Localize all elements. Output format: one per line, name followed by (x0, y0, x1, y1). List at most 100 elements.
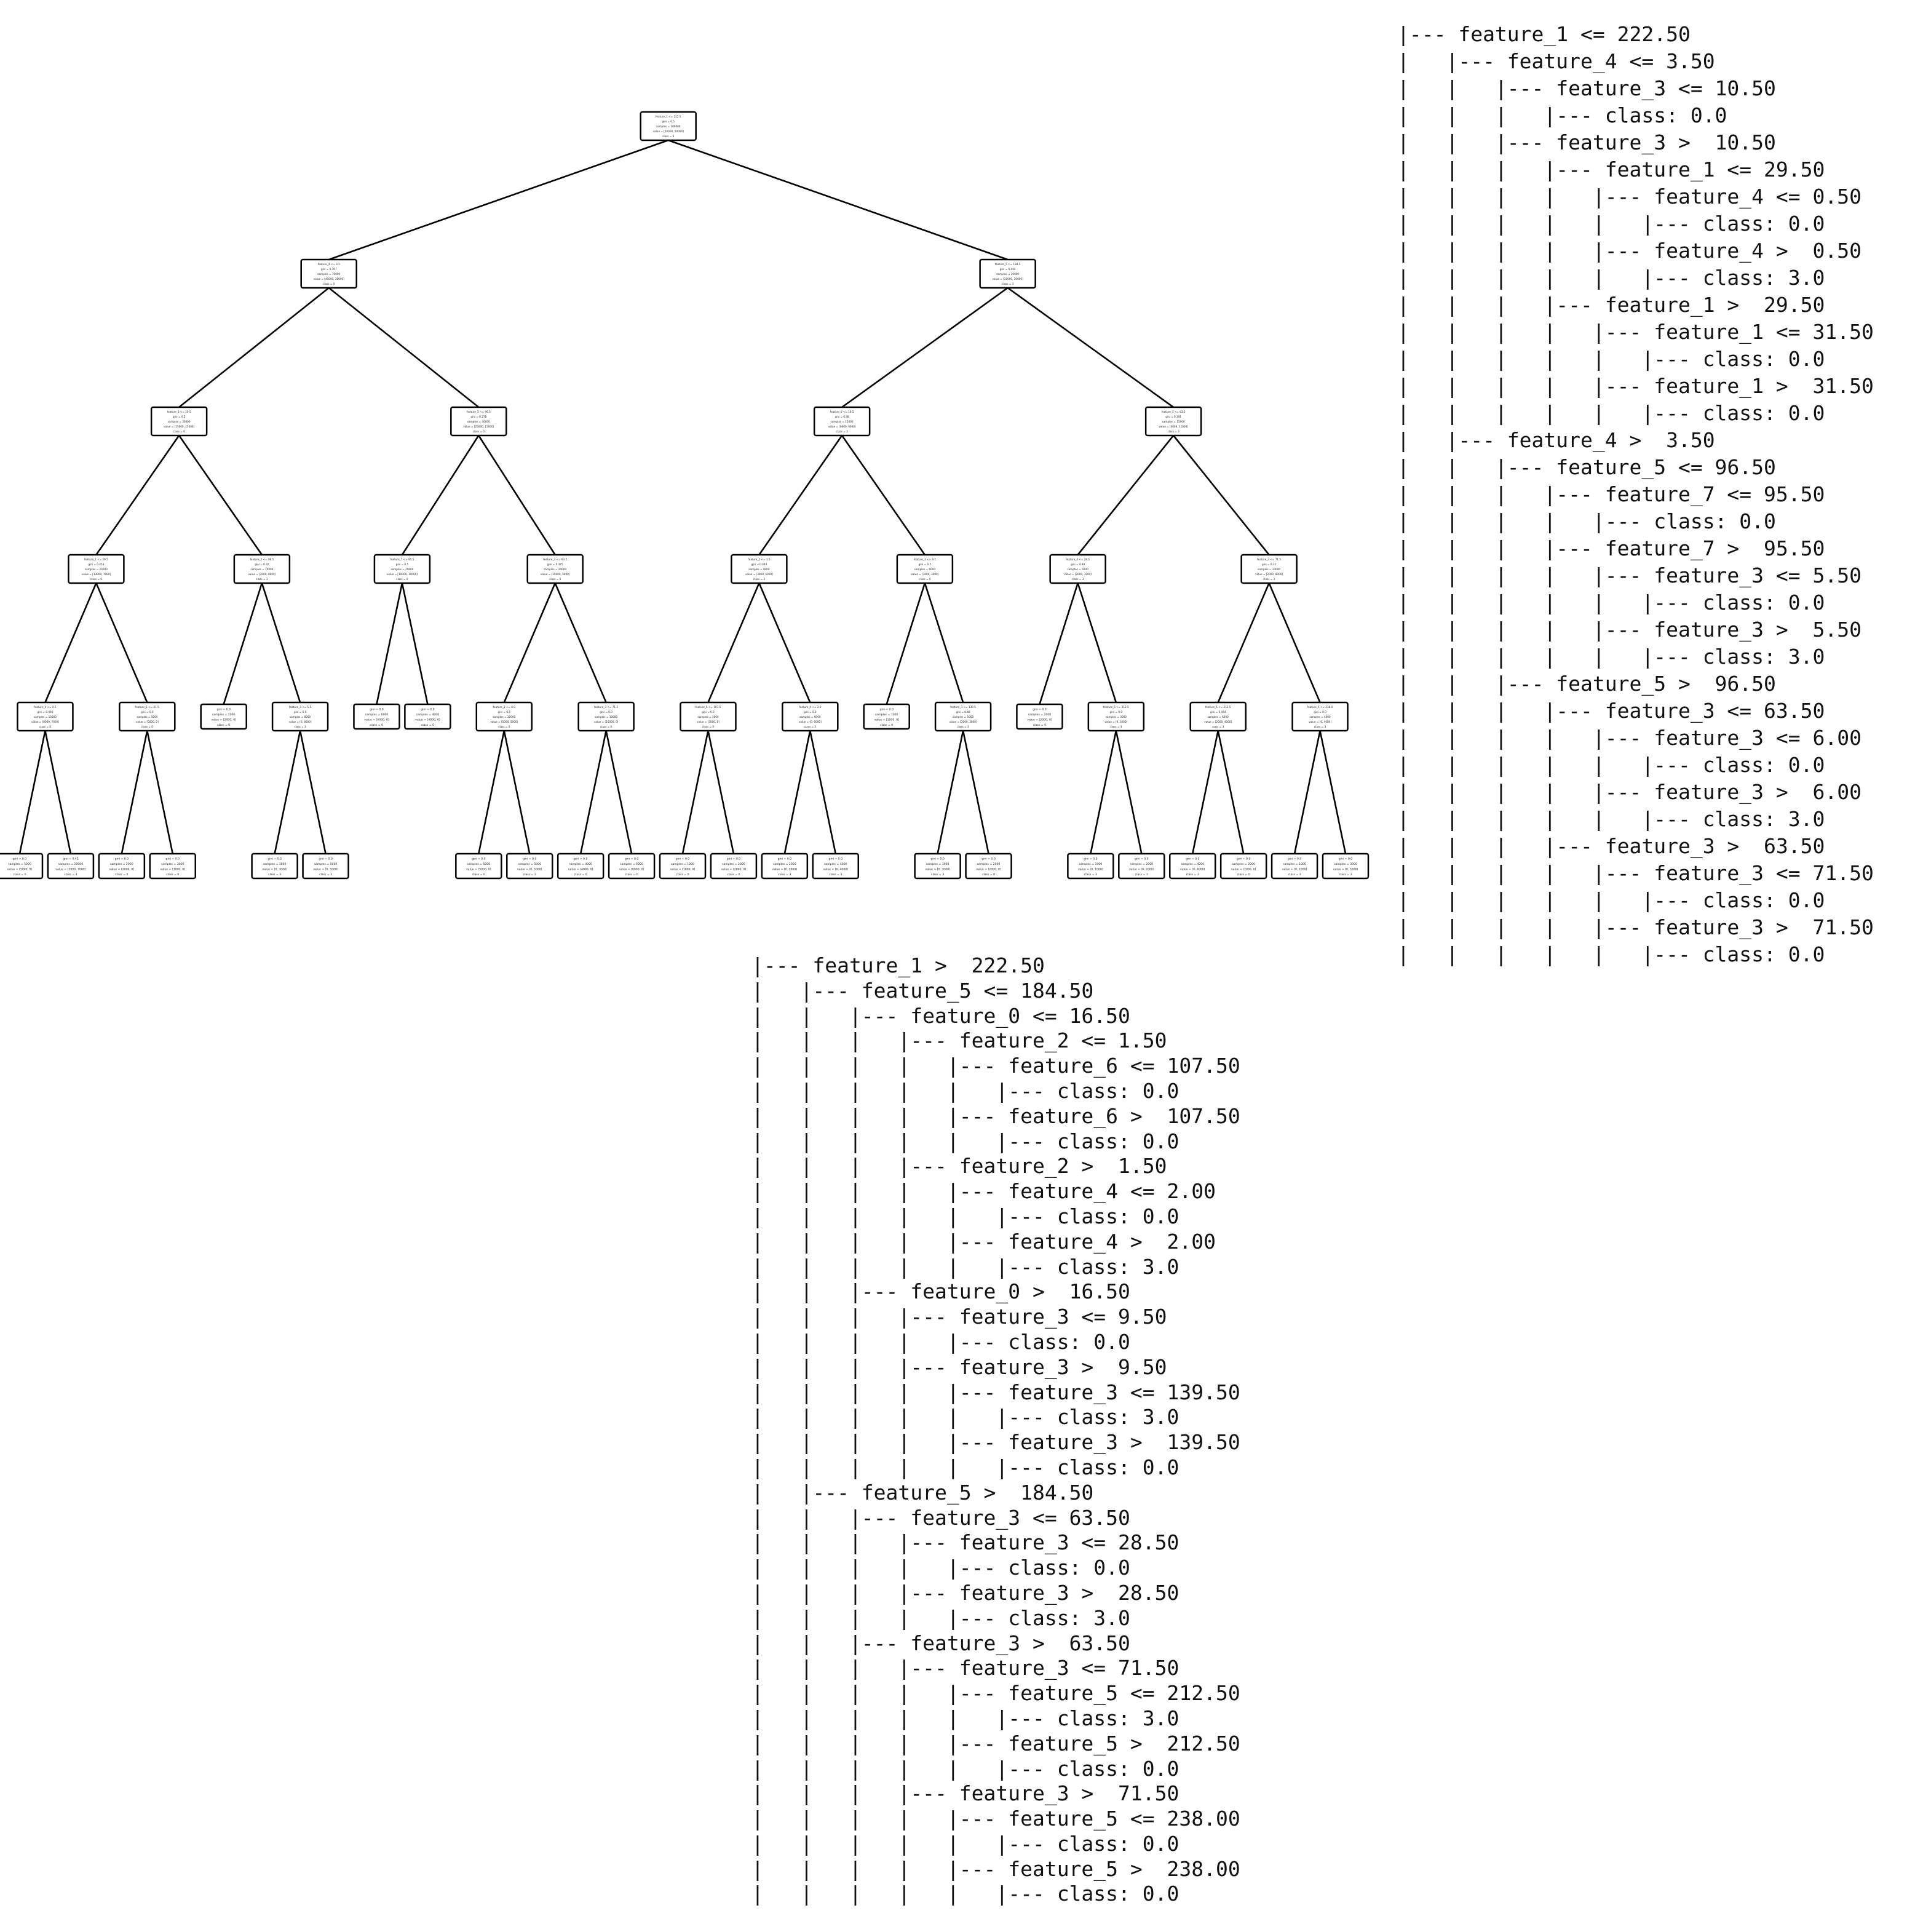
node-text-line: gini = 0.0 (1084, 857, 1098, 861)
node-text-line: value = [2000, 0] (1231, 867, 1256, 871)
node-text-line: gini = 0.0 (421, 707, 435, 711)
text-tree-line: | | | | | |--- class: 3.0 (1397, 266, 1825, 290)
node-text-line: samples = 1000 (875, 713, 898, 717)
node-text-line: gini = 0.5 (498, 710, 511, 714)
node-text-line: feature_5 <= 212.5 (1205, 706, 1231, 709)
node-text-line: samples = 4000 (1181, 862, 1204, 866)
node-box (1049, 554, 1106, 584)
node-text-line: samples = 6000 (914, 568, 936, 571)
node-text-line: gini = 0.0 (1339, 857, 1353, 861)
tree-edge (1039, 582, 1079, 705)
node-text-line: gini = 0.444 (1000, 268, 1016, 271)
node-text-line: class = 0 (115, 873, 128, 877)
node-text-line: value = [10000, 20000] (993, 277, 1024, 280)
tree-edge (1191, 730, 1219, 854)
node-text-line: value = [0, 8000] (289, 720, 312, 723)
node-text-line: value = [2000, 3000] (950, 720, 977, 723)
node-box (300, 258, 357, 289)
node-text-line: gini = 0.0 (216, 707, 231, 711)
node-text-line: value = [25000, 15000] (463, 425, 494, 428)
node-box (934, 701, 992, 732)
node-text-line: samples = 2000 (1130, 862, 1154, 866)
node-text-line: feature_5 <= 184.5 (995, 263, 1021, 266)
tree-edge (1217, 582, 1270, 703)
text-tree-line: | | | |--- feature_3 <= 63.50 (1397, 699, 1825, 723)
node-text-line: class = 0 (1033, 723, 1046, 727)
text-tree-line: | | | | |--- feature_5 > 212.50 (751, 1731, 1240, 1755)
node-box (1016, 703, 1063, 730)
node-text-line: class = 3 (829, 873, 842, 877)
node-text-line: value = [3000, 6000] (745, 573, 773, 576)
text-tree-line: |--- feature_1 > 222.50 (751, 953, 1045, 977)
node-text-line: class = 3 (1339, 873, 1352, 877)
node-box (979, 258, 1036, 289)
text-tree-line: | | | | |--- feature_1 <= 31.50 (1397, 320, 1874, 344)
text-tree-line: | | | | |--- feature_3 > 71.50 (1397, 915, 1874, 939)
tree-edge (1007, 287, 1174, 408)
node-box (271, 701, 329, 732)
node-text-line: samples = 6000 (799, 715, 821, 718)
text-tree-line: | | | |--- feature_7 > 95.50 (1397, 536, 1825, 560)
node-text-line: value = [13000, 7000] (82, 573, 111, 576)
node-text-line: gini = 0.48 (1071, 563, 1085, 566)
node-text-line: gini = 0.0 (1033, 707, 1047, 711)
text-tree-line: | | | | |--- feature_4 > 2.00 (751, 1229, 1216, 1254)
node-box (47, 853, 95, 880)
node-text-line: value = [5000, 0] (136, 720, 159, 723)
node-text-line: gini = 0.375 (547, 563, 563, 566)
node-text-line: gini = 0.0 (981, 857, 996, 861)
node-text-line: value = [5000, 0] (7, 867, 33, 871)
node-text-line: feature_3 <= 10.5 (167, 410, 191, 413)
text-tree-line: | | | | | |--- class: 0.0 (1397, 942, 1825, 966)
node-text-line: feature_2 <= 1.5 (748, 558, 771, 561)
node-text-line: samples = 2000 (722, 862, 745, 866)
node-text-line: samples = 100000 (656, 125, 681, 128)
text-tree-line: | | | | |--- feature_6 > 107.50 (751, 1103, 1240, 1128)
node-text-line: class = 0 (39, 725, 52, 728)
node-text-line: feature_3 <= 28.5 (1066, 558, 1090, 561)
node-box (149, 853, 197, 880)
node-text-line: gini = 0.397 (321, 268, 337, 271)
tree-edge (1319, 730, 1347, 854)
node-text-line: class = 0 (217, 723, 230, 727)
node-text-line: class = 0 (880, 723, 893, 727)
tree-edge (299, 730, 327, 854)
node-text-line: samples = 5000 (953, 715, 974, 718)
node-text-line: gini = 0.0 (370, 707, 384, 711)
node-box (782, 701, 839, 732)
node-text-line: gini = 0.0 (1237, 857, 1251, 861)
node-box (251, 853, 298, 880)
text-tree-line: | | | | | |--- class: 0.0 (751, 1129, 1179, 1153)
text-tree-line: | | | |--- feature_3 > 9.50 (751, 1354, 1167, 1379)
text-tree-line: | | | |--- feature_2 > 1.50 (751, 1154, 1167, 1179)
node-text-line: gini = 0.48 (835, 415, 849, 418)
node-text-line: samples = 1000 (671, 862, 694, 866)
node-text-line: samples = 6000 (620, 862, 643, 866)
node-text-line: class = 0 (370, 723, 383, 727)
node-text-line: feature_4 <= 0.5 (34, 706, 57, 709)
node-text-line: feature_3 <= 71.5 (1257, 558, 1281, 561)
node-box (1144, 406, 1202, 437)
node-box (302, 853, 349, 880)
node-text-line: samples = 5000 (518, 862, 541, 866)
text-tree-line: | | | | | |--- class: 0.0 (751, 1204, 1179, 1228)
node-text-line: class = 3 (1288, 873, 1301, 877)
text-tree-line: | | | | |--- feature_6 <= 107.50 (751, 1054, 1240, 1078)
node-box (505, 853, 553, 880)
tree-edge (758, 435, 843, 555)
text-tree-bottom: |--- feature_1 > 222.50| |--- feature_5 … (751, 953, 1240, 1907)
node-text-line: value = [8000, 7000] (31, 720, 59, 723)
node-text-line: samples = 8000 (290, 715, 311, 718)
